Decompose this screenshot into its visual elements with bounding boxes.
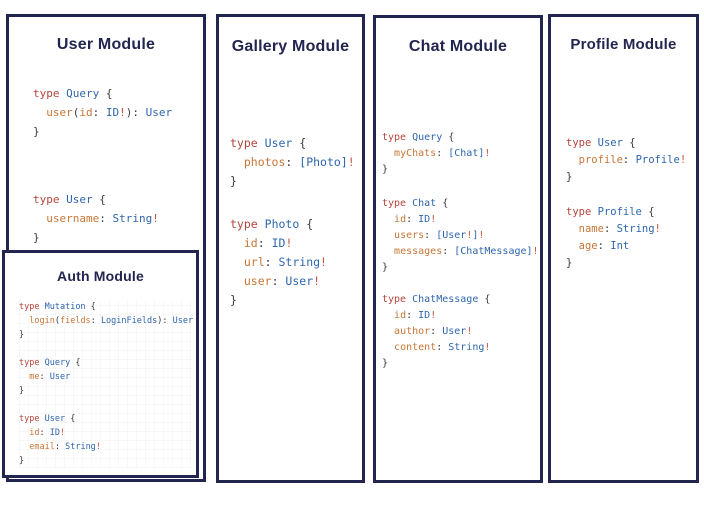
module-title-user: User Module	[56, 36, 156, 53]
module-title-gallery: Gallery Module	[231, 38, 350, 55]
module-title-profile: Profile Module	[570, 36, 677, 53]
code-block-user-query: type Query { user(id: ID!): User}	[33, 87, 173, 138]
module-title-chat: Chat Module	[408, 38, 508, 55]
code-block-profile-user: type User { profile: Profile!}	[566, 137, 687, 183]
module-title-auth: Auth Module	[57, 268, 144, 284]
code-block-profile-profile: type Profile { name: String! age: Int}	[566, 206, 661, 269]
module-box-gallery: Gallery Module type User { photos: [Phot…	[216, 14, 365, 483]
module-box-chat: Chat Module type Query { myChats: [Chat]…	[373, 15, 543, 483]
code-block-chat-chat: type Chat { id: ID! users: [User!]! mess…	[382, 198, 539, 273]
code-block-auth: type Mutation { login(fields: LoginField…	[19, 300, 194, 468]
code-block-chat-query: type Query { myChats: [Chat]!}	[382, 132, 491, 175]
code-block-chat-message: type ChatMessage { id: ID! author: User!…	[382, 294, 491, 369]
module-box-profile: Profile Module type User { profile: Prof…	[548, 14, 699, 483]
code-block-gallery-user: type User { photos: [Photo]!}	[230, 136, 355, 188]
module-box-auth: Auth Module type Mutation { login(fields…	[2, 250, 199, 478]
code-block-user-type: type User { username: String!}	[33, 193, 159, 244]
code-block-gallery-photo: type Photo { id: ID! url: String! user: …	[230, 217, 327, 307]
